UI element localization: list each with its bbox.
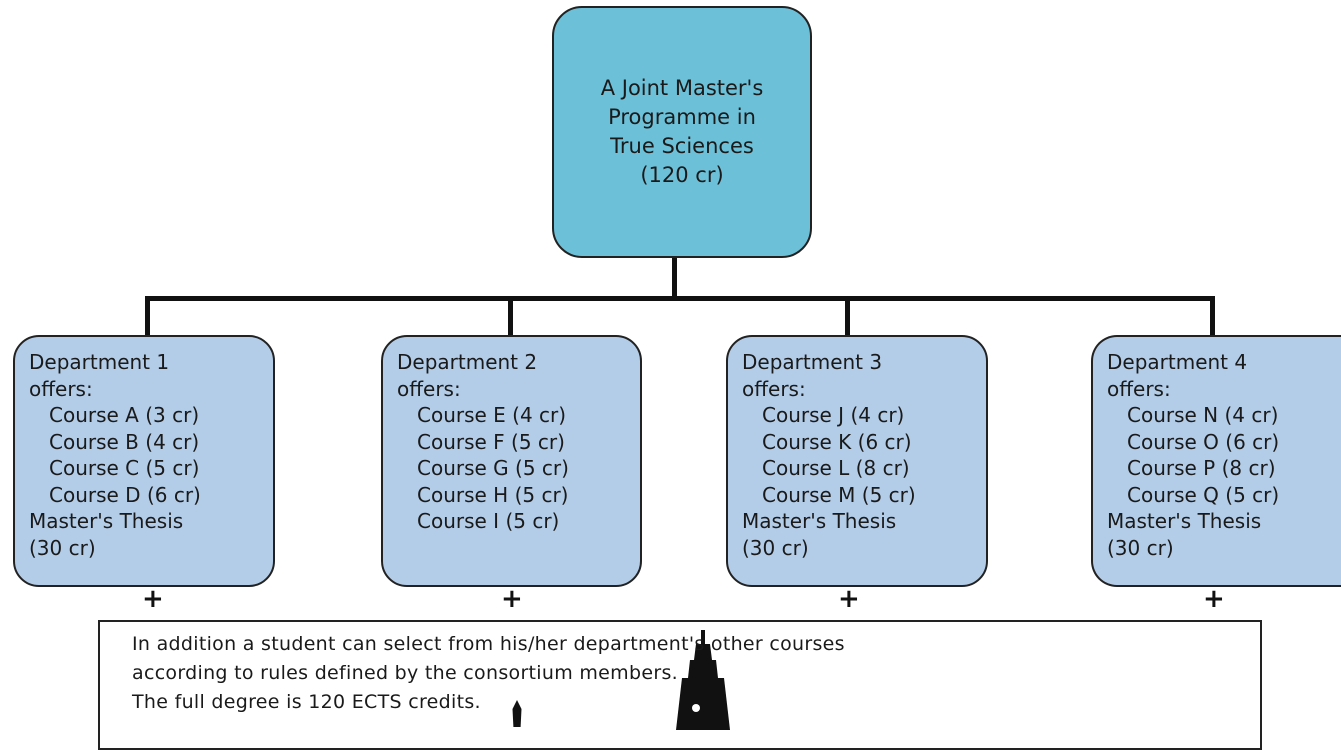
tower-silhouette-icon: [676, 630, 730, 730]
department-title: Department 4: [1107, 350, 1248, 374]
course-item: Course A (3 cr): [49, 403, 200, 427]
plus-sign-3: +: [838, 584, 860, 614]
course-item: Course D (6 cr): [49, 482, 201, 507]
note-line-2: according to rules defined by the consor…: [132, 662, 678, 684]
thesis-credits: (30 cr): [29, 535, 96, 560]
offers-label: offers:: [1107, 376, 1171, 401]
plus-sign-1: +: [142, 584, 164, 614]
root-line-4: (120 cr): [640, 163, 724, 187]
course-item: Course B (4 cr): [49, 429, 200, 454]
thesis-label: Master's Thesis: [1107, 509, 1262, 533]
branch-line-3: [845, 296, 850, 336]
note-line-1: In addition a student can select from hi…: [132, 633, 845, 655]
course-item: Course P (8 cr): [1127, 456, 1276, 480]
root-line-2: Programme in: [608, 105, 756, 129]
branch-line-1: [145, 296, 150, 336]
note-line-3: The full degree is 120 ECTS credits.: [132, 691, 481, 713]
root-line-1: A Joint Master's: [600, 76, 764, 100]
course-item: Course O (6 cr): [1127, 429, 1280, 454]
department-4-box: Department 4 offers: Course N (4 cr) Cou…: [1091, 335, 1341, 587]
course-item: Course C (5 cr): [49, 456, 200, 480]
offers-label: offers:: [29, 376, 93, 401]
plus-sign-2: +: [501, 584, 523, 614]
branch-line-2: [508, 296, 513, 336]
course-item: Course F (5 cr): [417, 429, 565, 454]
department-title: Department 3: [742, 350, 883, 374]
department-title: Department 1: [29, 350, 170, 374]
course-item: Course Q (5 cr): [1127, 482, 1280, 507]
thesis-label: Master's Thesis: [29, 509, 184, 533]
course-item: Course G (5 cr): [417, 456, 569, 480]
department-3-box: Department 3 offers: Course J (4 cr) Cou…: [726, 335, 988, 587]
course-item: Course N (4 cr): [1127, 403, 1279, 427]
course-item: Course J (4 cr): [762, 403, 905, 427]
thesis-label: Master's Thesis: [742, 509, 897, 533]
course-item: Course H (5 cr): [417, 482, 569, 507]
department-1-box: Department 1 offers: Course A (3 cr) Cou…: [13, 335, 275, 587]
small-spire-icon: [512, 700, 522, 727]
note-box: In addition a student can select from hi…: [98, 620, 1262, 750]
horizontal-connector-line: [145, 296, 1215, 301]
course-item: Course K (6 cr): [762, 429, 912, 454]
root-stem-line: [672, 258, 677, 298]
offers-label: offers:: [742, 376, 806, 401]
course-item: Course M (5 cr): [762, 482, 916, 507]
thesis-credits: (30 cr): [742, 535, 809, 560]
course-item: Course I (5 cr): [417, 509, 560, 533]
root-line-3: True Sciences: [610, 134, 754, 158]
course-item: Course L (8 cr): [762, 456, 910, 480]
branch-line-4: [1210, 296, 1215, 336]
offers-label: offers:: [397, 376, 461, 401]
course-item: Course E (4 cr): [417, 403, 567, 427]
department-title: Department 2: [397, 350, 538, 374]
thesis-credits: (30 cr): [1107, 535, 1174, 560]
plus-sign-4: +: [1203, 584, 1225, 614]
department-2-box: Department 2 offers: Course E (4 cr) Cou…: [381, 335, 642, 587]
root-programme-box: A Joint Master's Programme in True Scien…: [552, 6, 812, 258]
